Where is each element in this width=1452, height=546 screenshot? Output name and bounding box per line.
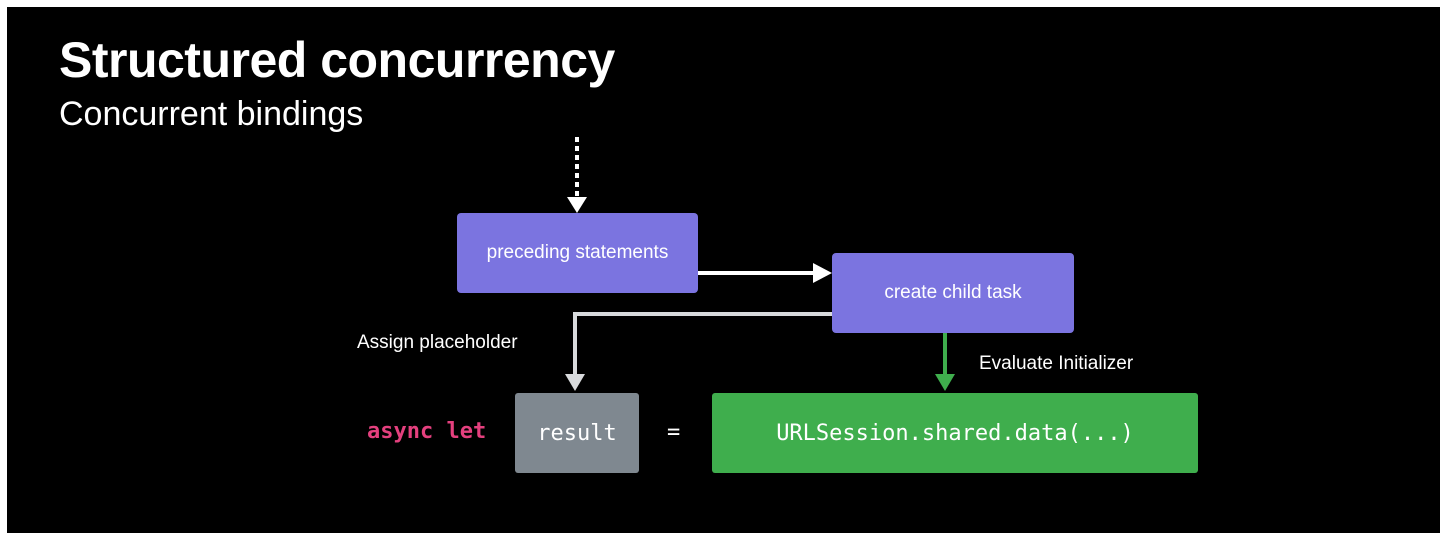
result-variable: result bbox=[537, 420, 617, 446]
slide-subtitle: Concurrent bindings bbox=[59, 95, 364, 133]
evaluate-initializer-label: Evaluate Initializer bbox=[979, 353, 1134, 374]
assign-placeholder-arrow bbox=[573, 312, 832, 377]
slide-title: Structured concurrency bbox=[59, 32, 615, 88]
result-placeholder-box: result bbox=[515, 393, 639, 473]
equals-sign: = bbox=[667, 420, 681, 445]
flow-arrows bbox=[565, 137, 955, 391]
assign-placeholder-label: Assign placeholder bbox=[357, 332, 518, 353]
async-let-keyword: async let bbox=[367, 419, 487, 444]
slide: Structured concurrency Concurrent bindin… bbox=[7, 7, 1440, 533]
preceding-statements-label: preceding statements bbox=[486, 242, 669, 263]
initializer-box: URLSession.shared.data(...) bbox=[712, 393, 1198, 473]
preceding-statements-box: preceding statements bbox=[457, 213, 698, 293]
create-child-task-box: create child task bbox=[832, 253, 1074, 333]
assign-placeholder-arrowhead bbox=[565, 374, 585, 391]
initializer-expression: URLSession.shared.data(...) bbox=[776, 420, 1134, 446]
create-child-task-label: create child task bbox=[884, 282, 1022, 303]
evaluate-initializer-arrowhead bbox=[935, 374, 955, 391]
incoming-arrowhead bbox=[567, 197, 587, 213]
preceding-to-child-arrowhead bbox=[813, 263, 832, 283]
